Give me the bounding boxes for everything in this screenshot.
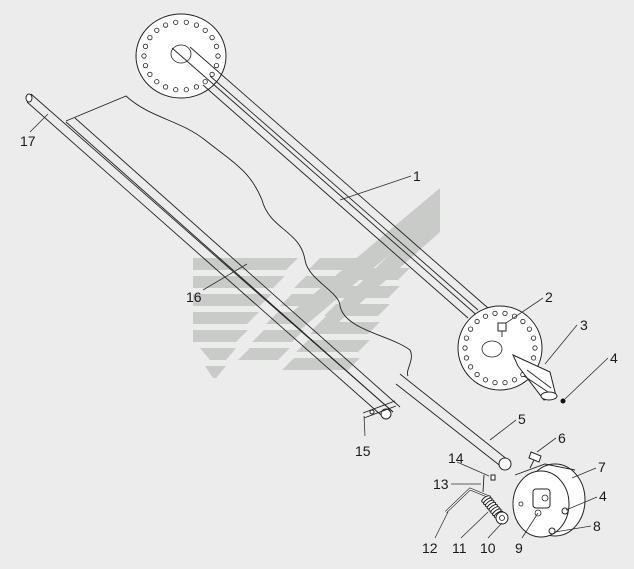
- hub-rod: [395, 373, 512, 471]
- bolt-hole: [163, 84, 169, 90]
- bolt-hole: [492, 310, 498, 316]
- callout-2: 2: [545, 289, 553, 305]
- callout-8: 8: [593, 518, 601, 534]
- bolt-hole: [154, 79, 160, 85]
- bolt-hole: [482, 313, 489, 319]
- bolt-hole: [532, 345, 538, 351]
- bolt-hole: [526, 326, 533, 332]
- callout-15: 15: [355, 443, 371, 459]
- callout-14: 14: [448, 450, 464, 466]
- callout-1: 1: [413, 168, 421, 184]
- bolt-hole: [520, 318, 526, 325]
- bolt-hole: [482, 377, 489, 383]
- bolt-hole: [147, 34, 153, 41]
- callout-17: 17: [20, 133, 36, 149]
- axle-tube: [171, 46, 489, 319]
- bolt-hole: [463, 335, 469, 341]
- bolt-hole: [530, 335, 537, 341]
- callout-4b: 4: [599, 488, 607, 504]
- brake-drum: [512, 463, 586, 538]
- bolt-hole: [467, 326, 474, 332]
- bolt-hole: [202, 79, 208, 85]
- callout-11: 11: [452, 540, 467, 556]
- bolt-hole: [463, 355, 469, 361]
- bolt-hole: [474, 318, 480, 325]
- bolt-hole: [142, 43, 149, 50]
- bolt-hole: [462, 345, 468, 351]
- callout-6: 6: [558, 430, 566, 446]
- callout-13: 13: [433, 476, 449, 492]
- bolt-hole: [183, 19, 189, 25]
- bolt-hole: [213, 62, 220, 69]
- callout-12: 12: [422, 540, 438, 556]
- leader-lines: [29, 113, 609, 539]
- callout-3: 3: [580, 317, 588, 333]
- callout-5: 5: [518, 411, 526, 427]
- flange-bolt: [497, 322, 507, 337]
- bolt-hole: [530, 355, 537, 361]
- bolt-hole: [209, 34, 215, 41]
- brake-lever: [445, 487, 488, 513]
- bolt-hole: [147, 71, 153, 78]
- bolt-hole: [502, 379, 508, 386]
- bolt-hole: [209, 71, 215, 78]
- bolt-hole: [502, 310, 508, 316]
- bolt-hole: [193, 84, 199, 90]
- callout-labels: 1 2 3 4 5 6 7 4 8 9 10 11 12 13 14 15 16…: [20, 133, 618, 556]
- logo-watermark-icon: [193, 188, 440, 378]
- bolt-hole: [142, 62, 149, 69]
- bolt-hole: [492, 379, 498, 386]
- bolt-hole: [193, 22, 199, 28]
- bolt-hole: [474, 371, 480, 378]
- bolt-hole: [154, 27, 160, 33]
- spring: [481, 495, 504, 519]
- grease-point-dot: [560, 398, 566, 404]
- washer: [495, 511, 509, 525]
- callout-4: 4: [610, 350, 618, 366]
- bolt-hole: [183, 87, 189, 93]
- bolt-hole: [215, 53, 221, 59]
- cotter-pin: [482, 474, 496, 493]
- callout-9: 9: [515, 540, 523, 556]
- bolt-hole: [173, 19, 179, 25]
- bolt-hole: [467, 364, 474, 370]
- pin: [362, 400, 397, 419]
- callout-16: 16: [186, 289, 202, 305]
- bolt-hole: [511, 377, 518, 383]
- bolt-hole: [141, 53, 147, 59]
- stub-axle: [511, 353, 558, 401]
- bolt-hole: [213, 43, 220, 50]
- bolt-hole: [202, 27, 208, 33]
- bolt-hole: [163, 22, 169, 28]
- bolt-hole: [173, 87, 179, 93]
- bolt: [528, 451, 542, 469]
- callout-10: 10: [480, 540, 496, 556]
- callout-7: 7: [598, 459, 606, 475]
- break-line: [65, 95, 412, 377]
- long-rod: [25, 93, 401, 420]
